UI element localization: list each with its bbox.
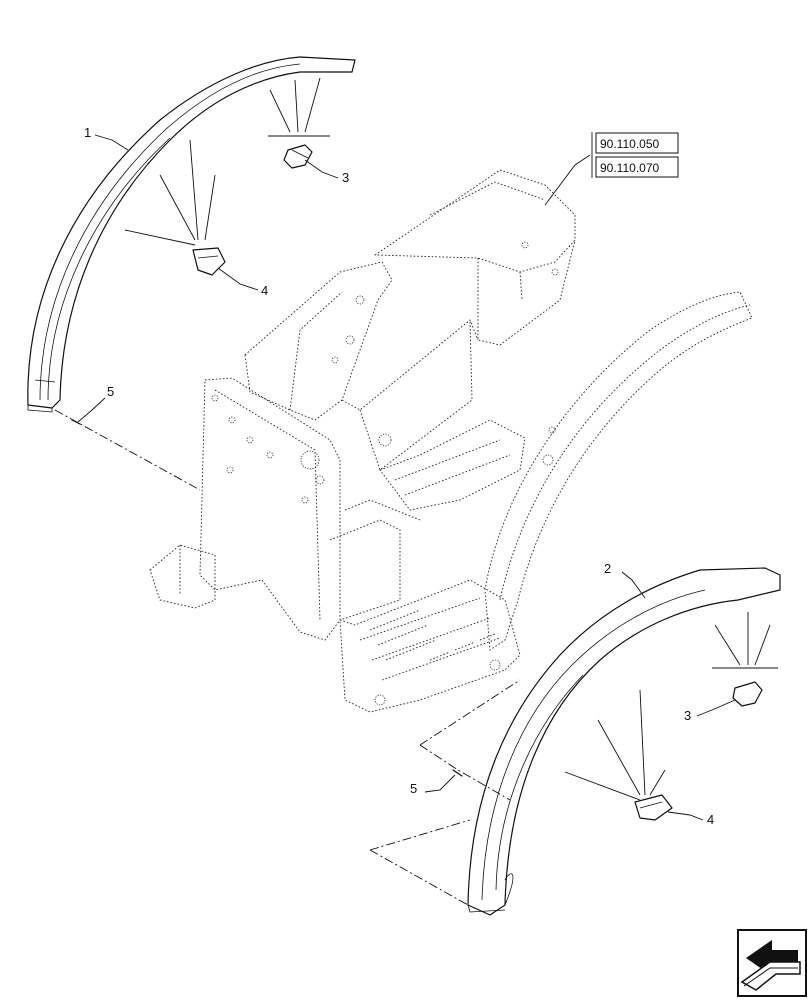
callout-1: 1 [84, 125, 91, 140]
reference-box: 90.110.050 90.110.070 [591, 132, 679, 178]
callout-4-left: 4 [261, 283, 268, 298]
left-fender [27, 56, 356, 413]
pin-right [452, 769, 463, 777]
callout-5-left: 5 [107, 384, 114, 399]
callout-4-right: 4 [707, 812, 714, 827]
callout-5-right: 5 [410, 781, 417, 796]
cab-frame-assembly [149, 169, 753, 713]
callout-3-top: 3 [342, 170, 349, 185]
right-fender [467, 567, 781, 916]
bracket-left [124, 139, 226, 276]
reference-code[interactable]: 90.110.050 [600, 137, 659, 151]
callout-leaders [77, 134, 736, 821]
assembly-center-lines [54, 409, 521, 906]
callout-3-right: 3 [684, 708, 691, 723]
next-page-arrow-icon[interactable] [737, 929, 807, 997]
clip-right [712, 612, 778, 707]
clip-top [268, 77, 330, 169]
callout-2: 2 [604, 561, 611, 576]
bracket-right [564, 689, 673, 821]
reference-code[interactable]: 90.110.070 [600, 161, 659, 175]
